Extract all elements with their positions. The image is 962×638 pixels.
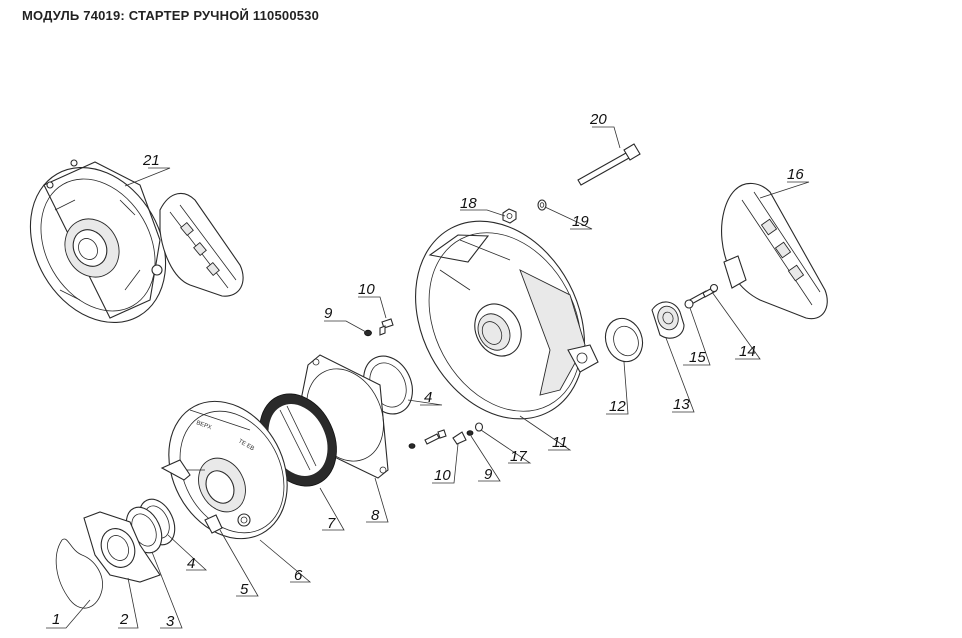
leader-lines: [46, 126, 810, 629]
callout-3: 3: [166, 613, 175, 630]
callout-9-upper: 9: [324, 305, 333, 322]
callout-5: 5: [240, 581, 249, 598]
part-10-bolt-upper: [379, 318, 394, 336]
part-17-washer: [474, 422, 484, 432]
part-5-pawl: [160, 459, 223, 534]
pulley-marking-a: ВЕРХ: [195, 420, 212, 431]
callout-21: 21: [142, 152, 160, 169]
callout-4-upper: 4: [424, 389, 432, 406]
callout-10-lower: 10: [434, 467, 451, 484]
part-19-washer: [537, 199, 547, 211]
part-18-nut: [502, 208, 517, 224]
part-1-spring-clip: [55, 538, 103, 609]
part-2-ratchet: [83, 511, 161, 583]
callout-11: 11: [552, 434, 568, 451]
callout-10-upper: 10: [358, 281, 375, 298]
part-6-pulley: ВЕРХ ТЕ ЕВ: [168, 400, 288, 540]
part-10-bolt-lower: [424, 429, 467, 445]
part-13-sleeve: [651, 301, 685, 339]
part-9-washer-lower: [466, 430, 474, 436]
part-16-handle: [721, 182, 828, 320]
part-20-bolt: [577, 143, 641, 186]
callout-15: 15: [689, 349, 706, 366]
callout-17: 17: [510, 448, 527, 465]
callout-13: 13: [673, 396, 690, 413]
part-9-washer-upper: [364, 329, 372, 337]
callout-12: 12: [609, 398, 626, 415]
part-11-housing: [415, 220, 599, 420]
callout-8: 8: [371, 507, 380, 524]
page-title: МОДУЛЬ 74019: СТАРТЕР РУЧНОЙ 110500530: [22, 8, 320, 23]
callout-2: 2: [119, 611, 129, 628]
part-14-screw: [702, 283, 719, 298]
callout-7: 7: [327, 515, 336, 532]
callout-9-lower: 9: [484, 466, 493, 483]
callout-4-lower: 4: [187, 555, 195, 572]
part-9-washer-small: [408, 443, 416, 449]
callout-6: 6: [294, 567, 303, 584]
callout-19: 19: [572, 213, 589, 230]
callout-16: 16: [787, 166, 804, 183]
callout-20: 20: [589, 111, 607, 128]
part-21-assembled-starter: [29, 159, 244, 324]
callout-1: 1: [52, 611, 60, 628]
callout-14: 14: [739, 343, 756, 360]
part-12-ring: [604, 317, 644, 363]
callout-18: 18: [460, 195, 477, 212]
